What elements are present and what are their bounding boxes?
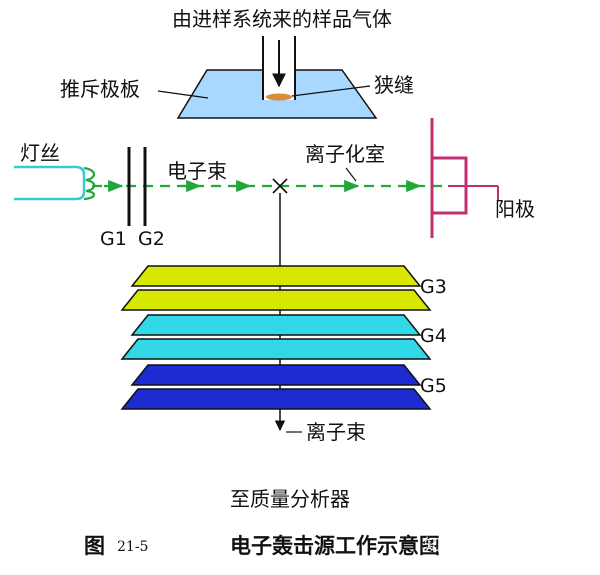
filament-label: 灯丝: [20, 141, 60, 165]
gas-inlet-pipe: [262, 36, 296, 100]
g4-plate-upper: [130, 314, 422, 336]
figure-caption: 电子轰击源工作示意图: [230, 534, 440, 558]
watermark-text: 知乎 @检测中心黄工: [424, 536, 582, 556]
to-analyzer-label: 至质量分析器: [230, 487, 350, 511]
g2-label: G2: [138, 228, 165, 250]
ionization-point-icon: [272, 178, 288, 194]
filament-coil: [83, 166, 96, 201]
g3-plate-upper: [130, 265, 422, 287]
filament-wire: [14, 165, 86, 201]
g3-label: G3: [420, 276, 447, 298]
slit-label: 狭缝: [374, 73, 414, 97]
g5-label: G5: [420, 375, 447, 397]
g4-label: G4: [420, 325, 447, 347]
figure-index-label: 21-5: [117, 539, 148, 555]
g5-plate-lower: [120, 388, 432, 410]
ionization-chamber-label: 离子化室: [305, 142, 385, 166]
anode-label: 阳极: [495, 197, 535, 221]
sample-gas-label: 由进样系统来的样品气体: [172, 7, 392, 31]
g1-label: G1: [100, 228, 127, 250]
g5-plate-upper: [130, 364, 422, 386]
electron-beam-label: 电子束: [167, 159, 227, 183]
figure-number-label: 图: [84, 534, 105, 558]
g3-plate-lower: [120, 289, 432, 311]
anode-electrode: [430, 118, 468, 238]
slit-pointer: [291, 85, 371, 97]
slit-mark: [266, 93, 292, 101]
ionization-chamber-pointer: [345, 167, 357, 182]
ion-beam-label: 离子束: [306, 420, 366, 444]
g4-plate-lower: [120, 338, 432, 360]
repeller-plate-label: 推斥极板: [60, 77, 140, 101]
repeller-plate-pointer: [157, 90, 209, 99]
